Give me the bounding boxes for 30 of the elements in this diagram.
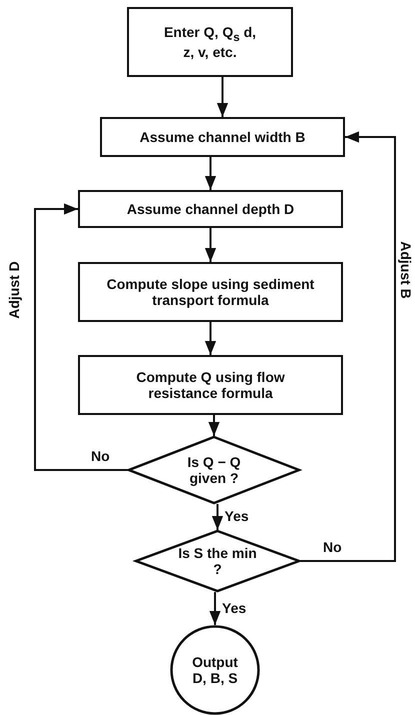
arrow bbox=[34, 203, 128, 471]
arrow bbox=[209, 592, 221, 625]
arrow bbox=[204, 228, 216, 262]
arrow bbox=[212, 504, 224, 530]
process-box bbox=[127, 7, 293, 77]
edge-label: Yes bbox=[224, 508, 250, 524]
arrow bbox=[204, 322, 216, 355]
node-text: Is S the min ? bbox=[178, 544, 258, 578]
node-text: Assume channel depth D bbox=[126, 200, 294, 218]
node-text: Compute Q using flow resistance formula bbox=[135, 368, 286, 402]
process-box bbox=[78, 262, 343, 322]
decision-diamond bbox=[128, 436, 300, 504]
decision-diamond bbox=[135, 530, 300, 592]
terminal-circle bbox=[170, 625, 260, 715]
loop-label: Adjust B bbox=[398, 241, 414, 299]
edge-label: No bbox=[322, 539, 343, 555]
node-text: Compute slope using sediment transport formula bbox=[106, 276, 316, 308]
node-text: Output D, B, S bbox=[191, 654, 239, 686]
node-text: Enter Q, Q$_{s}$ d, z, v, etc. bbox=[162, 24, 258, 60]
arrow bbox=[204, 157, 216, 190]
loop-label: Adjust D bbox=[6, 261, 22, 319]
process-box bbox=[78, 190, 343, 228]
arrow bbox=[216, 77, 228, 117]
node-text: Assume channel width B bbox=[140, 128, 306, 146]
process-box bbox=[100, 117, 345, 157]
node-text: Is Q − Q given ? bbox=[186, 454, 242, 486]
process-box bbox=[78, 355, 343, 415]
arrow bbox=[300, 131, 396, 562]
arrow bbox=[208, 415, 220, 436]
edge-label: No bbox=[90, 448, 111, 464]
